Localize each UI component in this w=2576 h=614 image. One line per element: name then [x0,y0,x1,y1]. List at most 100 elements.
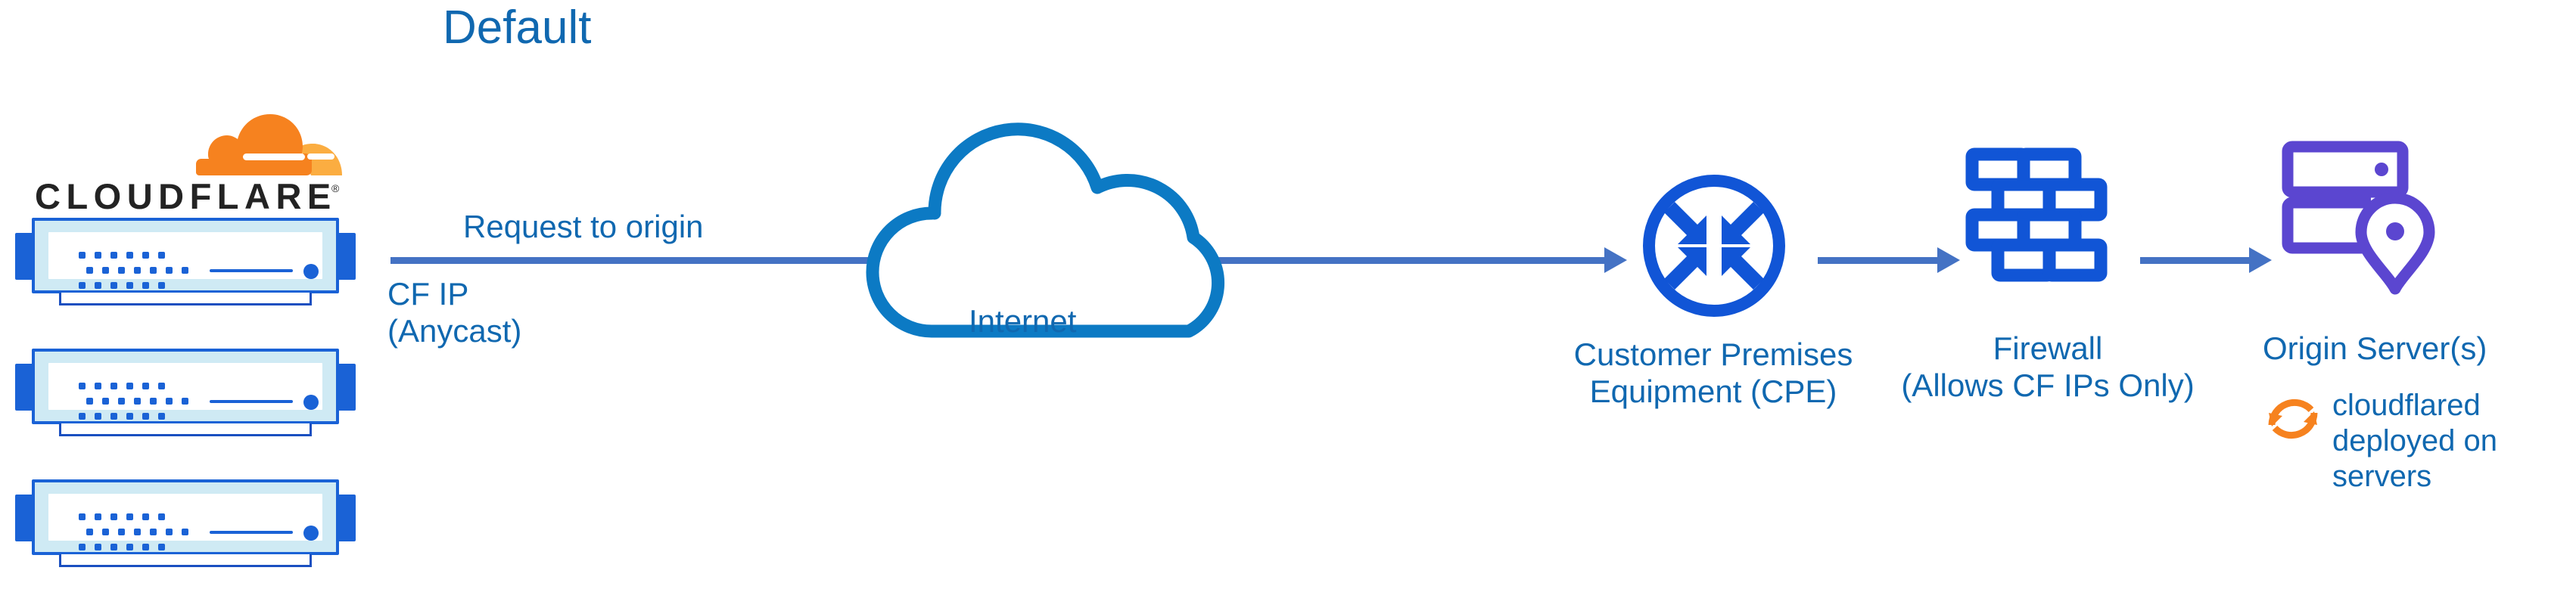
appliance-port-dot-icon [95,282,101,289]
cloudflare-cloud-mark-icon [196,106,342,175]
appliance-base-shadow [59,423,312,436]
refresh-circle-arrows-icon [2261,387,2325,451]
connector-firewall-origin-arrowhead [2249,247,2272,273]
appliance-status-led-icon [303,395,319,410]
appliance-port-dot-icon [126,282,133,289]
appliance-port-dot-icon [166,529,173,535]
appliance-faceplate [48,232,322,289]
appliance-port-grid-icon [79,252,188,290]
appliance-ear-right-icon [336,364,356,411]
appliance-port-dot-icon [86,529,93,535]
appliance-body [32,349,339,424]
appliance-port-dot-icon [95,544,101,550]
appliance-faceplate [48,494,322,550]
appliance-port-dot-icon [126,383,133,389]
firewall-label: Firewall (Allows CF IPs Only) [1901,330,2195,404]
appliance-port-dot-icon [95,252,101,259]
appliance-port-dot-icon [86,398,93,405]
appliance-port-dot-icon [118,398,125,405]
appliance-port-dot-icon [134,529,141,535]
appliance-port-dot-icon [126,544,133,550]
appliance-port-dot-icon [142,544,149,550]
appliance-port-dot-icon [110,282,117,289]
cloudflare-wordmark: CLOUDFLARE ® [35,176,345,216]
appliance-ear-left-icon [15,364,35,411]
svg-text:CLOUDFLARE: CLOUDFLARE [35,178,337,216]
internet-cloud-icon [836,104,1283,346]
appliance-port-dot-icon [142,252,149,259]
appliance-port-dot-icon [182,267,188,274]
appliance-port-dot-icon [150,398,157,405]
connector-cpe-firewall-line [1818,257,1942,264]
appliance-body [32,218,339,293]
appliance-port-grid-icon [79,383,188,420]
appliance-port-dot-icon [126,513,133,520]
appliance-port-dot-icon [182,529,188,535]
appliance-port-dot-icon [95,513,101,520]
page-title: Default [443,2,592,54]
appliance-port-dot-icon [110,513,117,520]
appliance-port-dot-icon [134,398,141,405]
appliance-port-dot-icon [126,413,133,420]
appliance-port-dot-icon [142,383,149,389]
appliance-body [32,479,339,555]
appliance-ear-left-icon [15,233,35,280]
appliance-port-dot-icon [158,383,165,389]
appliance-port-dot-icon [110,413,117,420]
appliance-port-dot-icon [79,252,86,259]
cpe-label: Customer Premises Equipment (CPE) [1573,336,1853,410]
appliance-port-dot-icon [102,267,109,274]
appliance-port-dot-icon [79,282,86,289]
appliance-port-dot-icon [158,513,165,520]
appliance-port-dot-icon [86,267,93,274]
appliance-port-dot-icon [79,544,86,550]
appliance-status-led-icon [303,526,319,541]
appliance-port-dot-icon [79,383,86,389]
appliance-port-dot-icon [158,282,165,289]
appliance-port-dot-icon [166,267,173,274]
appliance-base-shadow [59,293,312,305]
appliance-port-dot-icon [150,529,157,535]
appliance-port-dot-icon [118,267,125,274]
appliance-base-shadow [59,554,312,567]
origin-server-rack-pin-icon [2282,141,2445,301]
appliance-port-dot-icon [118,529,125,535]
connector-cpe-firewall-arrowhead [1937,247,1960,273]
appliance-port-dot-icon [182,398,188,405]
appliance-port-dot-icon [150,267,157,274]
appliance-port-dot-icon [79,413,86,420]
router-four-arrows-circle-icon [1640,172,1788,320]
appliance-port-dot-icon [102,398,109,405]
appliance-port-dot-icon [166,398,173,405]
appliance-ear-left-icon [15,495,35,541]
appliance-ear-right-icon [336,233,356,280]
appliance-faceplate [48,363,322,420]
appliance-vent-strip-icon [210,269,293,272]
appliance-vent-strip-icon [210,400,293,403]
appliance-port-dot-icon [142,413,149,420]
cloudflared-annotation-label: cloudflared deployed on servers [2332,389,2497,493]
appliance-port-dot-icon [110,544,117,550]
connector-request-to-origin-arrowhead [1604,247,1627,273]
appliance-port-dot-icon [142,282,149,289]
cloudflare-logo: CLOUDFLARE ® [35,106,345,216]
appliance-port-dot-icon [95,413,101,420]
appliance-port-dot-icon [158,252,165,259]
svg-text:®: ® [331,182,340,194]
server-appliance-3 [15,479,356,569]
appliance-ear-right-icon [336,495,356,541]
connector-firewall-origin-line [2140,257,2254,264]
server-appliance-2 [15,349,356,438]
internet-label: Internet [969,303,1077,339]
request-to-origin-label: Request to origin [463,209,704,244]
appliance-port-grid-icon [79,513,188,551]
appliance-port-dot-icon [126,252,133,259]
origin-server-label: Origin Server(s) [2263,330,2487,366]
appliance-port-dot-icon [134,267,141,274]
appliance-port-dot-icon [110,383,117,389]
appliance-port-dot-icon [158,413,165,420]
appliance-port-dot-icon [158,544,165,550]
appliance-port-dot-icon [95,383,101,389]
appliance-port-dot-icon [79,513,86,520]
